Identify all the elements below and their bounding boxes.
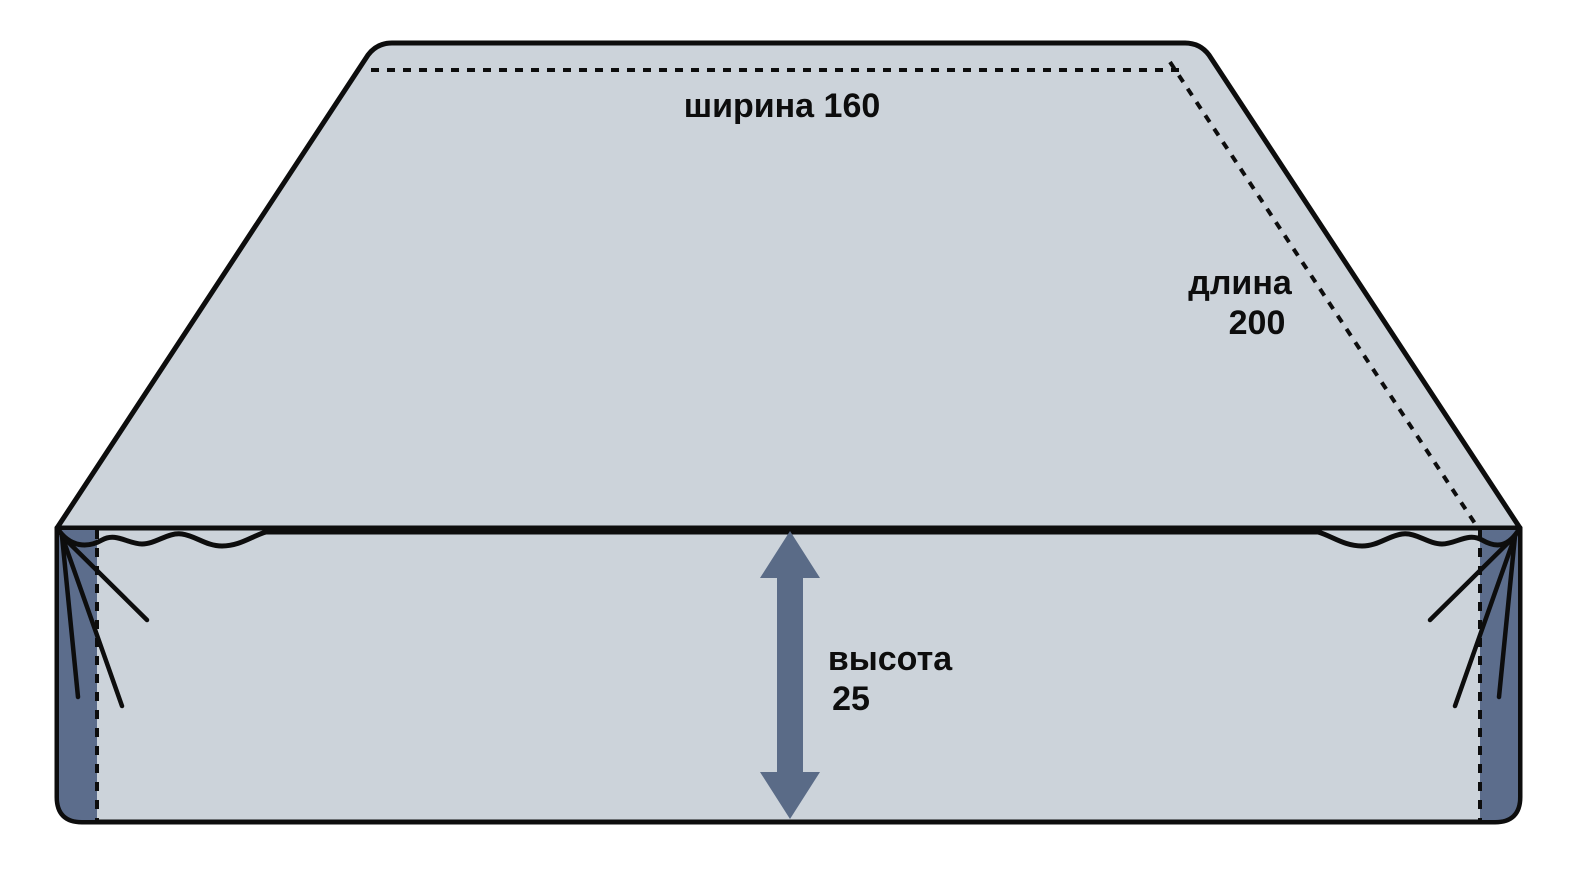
mattress-wavy-edge <box>54 525 1523 549</box>
length-label-line1: длина <box>1188 264 1293 302</box>
left-fan-line-1 <box>59 533 81 700</box>
right-fan-line-3 <box>1427 533 1518 623</box>
length-dimension-dashed-line <box>1168 60 1480 530</box>
height-label-line1: высота <box>828 640 953 678</box>
left-fan-line-3 <box>59 533 150 623</box>
height-label-line2: 25 <box>832 680 870 718</box>
right-fan-line-1 <box>1496 533 1518 700</box>
right-corner-fan-lines <box>1427 533 1518 709</box>
left-fan-line-2 <box>59 533 125 709</box>
mattress-body <box>54 40 1523 825</box>
right-corner-panel-group <box>1427 530 1518 820</box>
height-dimension-arrow <box>760 531 820 819</box>
width-label: ширина 160 <box>684 87 881 125</box>
left-corner-fan-lines <box>59 533 150 709</box>
left-corner-panel-group <box>59 530 150 820</box>
height-arrow-shape <box>760 531 820 819</box>
right-fan-line-2 <box>1452 533 1518 709</box>
length-label-line2: 200 <box>1229 304 1286 342</box>
